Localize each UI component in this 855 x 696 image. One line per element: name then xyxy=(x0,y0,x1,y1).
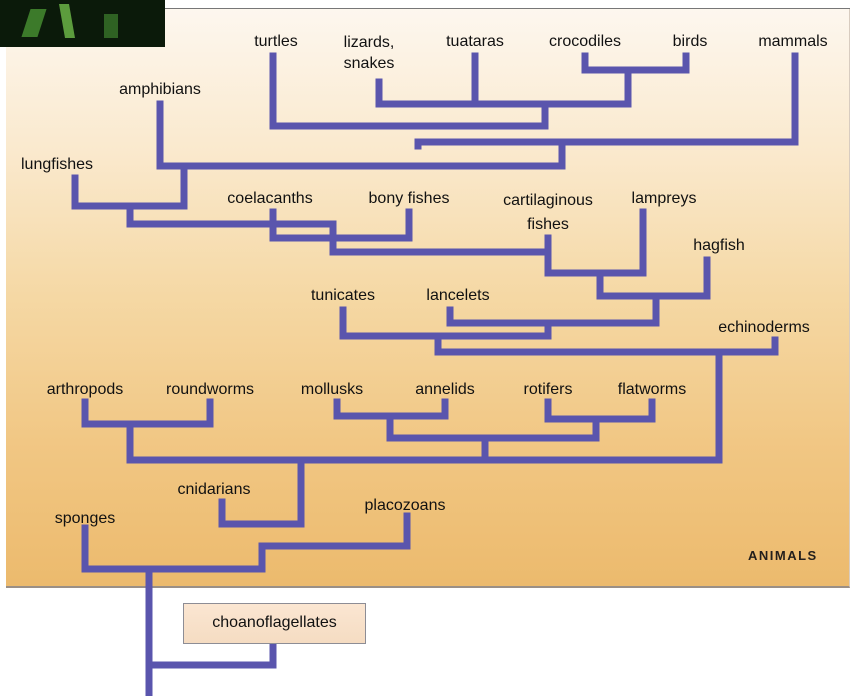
taxon-mollusks: mollusks xyxy=(300,381,364,398)
branch-clade-archosaurs xyxy=(581,52,690,74)
branch-stem-choanoflagellates xyxy=(145,641,277,669)
branch-clade-deuterostomes xyxy=(434,336,779,356)
taxon-bony-fishes: bony fishes xyxy=(368,190,450,207)
taxon-mammals: mammals xyxy=(758,33,828,50)
branch-clade-sarcopterygii xyxy=(126,208,337,242)
taxon-annelids: annelids xyxy=(415,381,475,398)
taxon-cartilaginous-fishes: cartilaginous fishes xyxy=(503,192,593,233)
taxon-arthropods: arthropods xyxy=(46,381,124,398)
branch-clade-amniotes xyxy=(414,52,799,150)
taxon-lizards-snakes: lizards, snakes xyxy=(343,34,395,72)
top-divider xyxy=(165,8,850,9)
taxon-lancelets: lancelets xyxy=(426,287,490,304)
taxon-choanoflagellates: choanoflagellates xyxy=(212,614,337,631)
branch-clade-gnathostomes xyxy=(329,234,552,256)
branch-clade-cnidaria-placozoa xyxy=(218,498,305,528)
taxon-amphibians: amphibians xyxy=(119,81,201,98)
taxon-flatworms: flatworms xyxy=(617,381,687,398)
branch-clade-lophotrochozoa-join xyxy=(386,412,600,442)
taxon-coelacanths: coelacanths xyxy=(227,190,313,207)
branch-clade-reptiles xyxy=(269,52,549,130)
branch-clade-rotifer-flatworm xyxy=(544,398,656,423)
branch-clade-lancelets xyxy=(446,292,660,327)
branch-clade-lungfish-tetrapod xyxy=(71,162,188,210)
outgroup-box: choanoflagellates xyxy=(183,603,366,644)
taxon-rotifers: rotifers xyxy=(523,381,573,398)
taxon-turtles: turtles xyxy=(254,33,298,50)
taxon-lampreys: lampreys xyxy=(631,190,697,207)
branch-clade-ecdysozoa xyxy=(81,398,214,428)
taxon-birds: birds xyxy=(672,33,708,50)
taxon-sponges: sponges xyxy=(54,510,116,527)
taxon-roundworms: roundworms xyxy=(165,381,255,398)
taxon-tuataras: tuataras xyxy=(446,33,504,50)
taxon-echinoderms: echinoderms xyxy=(718,319,810,336)
branch-clade-tunicates-lancelets xyxy=(339,306,552,340)
branch-clade-lepidosaurs xyxy=(375,76,632,108)
taxon-tunicates: tunicates xyxy=(310,287,376,304)
branch-clade-tetrapods xyxy=(156,100,566,170)
taxon-lungfishes: lungfishes xyxy=(21,156,94,173)
taxon-hagfish: hagfish xyxy=(693,237,745,254)
branch-clade-hagfish xyxy=(596,256,711,300)
taxon-placozoans: placozoans xyxy=(364,497,446,514)
branch-clade-placozoa-join xyxy=(258,512,411,550)
group-label-animals: ANIMALS xyxy=(748,548,818,563)
taxon-cnidarians: cnidarians xyxy=(177,481,251,498)
corner-photo-strip xyxy=(0,0,165,47)
taxon-crocodiles: crocodiles xyxy=(548,33,622,50)
branch-clade-animals xyxy=(81,524,266,573)
